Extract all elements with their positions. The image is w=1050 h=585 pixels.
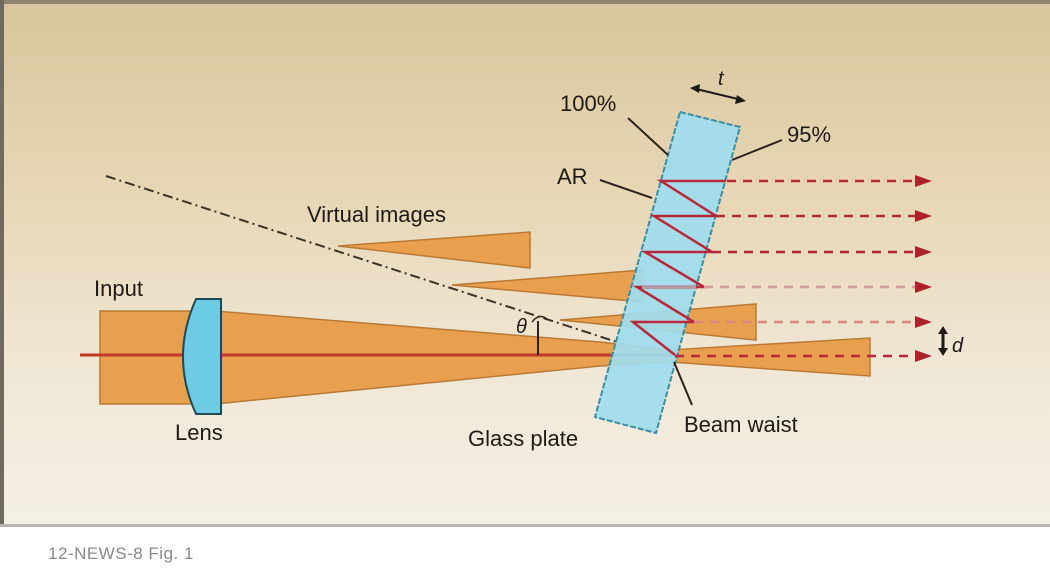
internal-reflections	[629, 179, 726, 356]
frame-bottom-border	[0, 524, 1050, 527]
arrow-left-icon	[690, 84, 700, 93]
figure-caption: 12-NEWS-8 Fig. 1	[48, 544, 194, 563]
virtual-image-1	[337, 231, 531, 269]
label-beam-waist: Beam waist	[684, 412, 798, 437]
arrowhead-icon	[915, 175, 932, 187]
thickness-label: t	[718, 68, 725, 90]
lens	[182, 298, 222, 415]
glass-plate	[593, 110, 742, 435]
label-lens: Lens	[175, 420, 223, 445]
label-glass-plate: Glass plate	[468, 426, 578, 451]
theta-arc	[531, 315, 549, 323]
frame-top-border	[0, 0, 1050, 4]
leader-beam-waist	[673, 361, 693, 406]
spacing-label: d	[952, 335, 964, 357]
arrowhead-icon	[915, 246, 932, 258]
label-95-percent: 95%	[787, 122, 831, 147]
arrowheads	[915, 175, 932, 362]
leader-100	[627, 117, 669, 156]
arrowhead-icon	[915, 281, 932, 293]
arrowhead-icon	[915, 350, 932, 362]
output-beams	[675, 179, 918, 358]
theta-label: θ	[516, 316, 527, 338]
arrow-up-icon	[938, 326, 948, 334]
label-virtual-images: Virtual images	[307, 202, 446, 227]
arrow-down-icon	[938, 348, 948, 356]
label-100-percent: 100%	[560, 91, 616, 116]
leader-ar	[599, 179, 653, 199]
arrow-right-icon	[735, 95, 746, 104]
virtual-images	[337, 231, 757, 341]
spacing-marker	[938, 326, 948, 356]
label-ar: AR	[557, 164, 588, 189]
virtual-image-axis-line	[105, 175, 661, 357]
label-input: Input	[94, 276, 143, 301]
arrowhead-icon	[915, 316, 932, 328]
thickness-marker	[690, 84, 746, 104]
arrowhead-icon	[915, 210, 932, 222]
optical-diagram: θ d t 100% 95% AR Virtual images Input L…	[0, 0, 1050, 527]
frame-left-border	[0, 0, 4, 526]
leader-95	[731, 139, 783, 161]
